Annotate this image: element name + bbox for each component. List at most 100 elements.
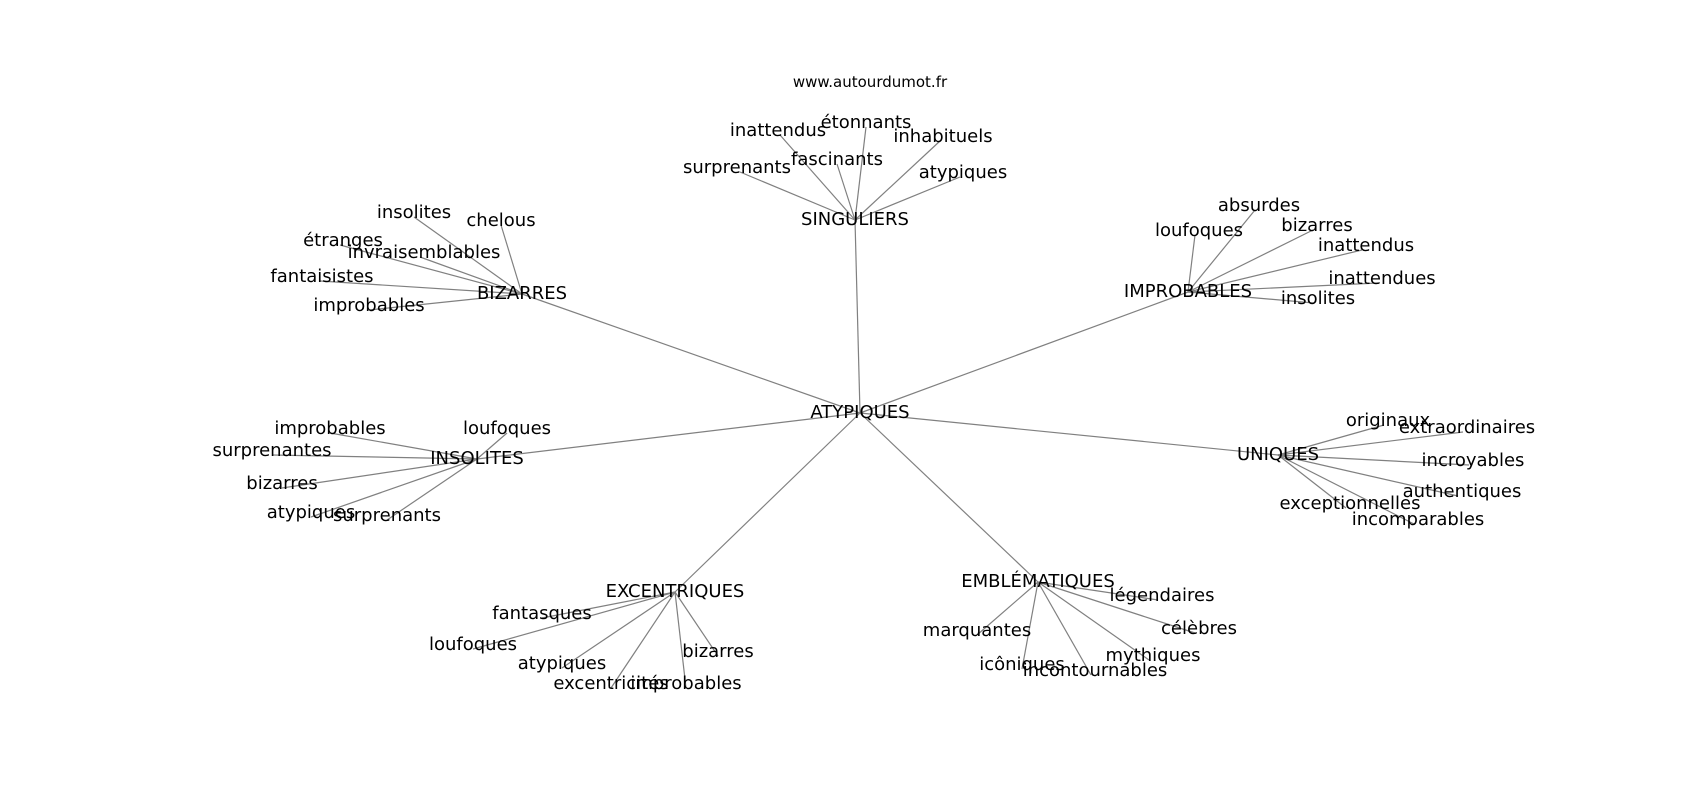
edge-emb-2 [976, 581, 1039, 636]
word-node-uni-1: extraordinaires [1399, 417, 1535, 438]
edge-impr-4 [1187, 282, 1379, 293]
source-label: www.autourdumot.fr [793, 73, 948, 91]
edge-biz-1 [500, 224, 523, 295]
word-node-uni-5: incomparables [1352, 509, 1485, 530]
word-node-emb-4: icôniques [979, 654, 1065, 675]
word-node-ins-5: surprenants [333, 505, 441, 526]
word-node-impr-3: inattendus [1318, 235, 1414, 256]
edge-center-uni [859, 412, 1279, 456]
edge-uni-0 [1277, 424, 1385, 456]
word-node-ins-1: loufoques [463, 418, 551, 439]
edge-emb-4 [1021, 581, 1039, 670]
word-node-biz-1: chelous [466, 210, 535, 231]
hub-node-exc: EXCENTRIQUES [606, 581, 745, 602]
word-node-exc-1: loufoques [429, 634, 517, 655]
hub-node-sing: SINGULIERS [801, 209, 909, 230]
hub-node-emb: EMBLÉMATIQUES [961, 570, 1115, 592]
hub-node-uni: UNIQUES [1237, 444, 1319, 465]
edge-biz-4 [319, 280, 523, 295]
edge-exc-3 [610, 591, 676, 689]
edge-exc-2 [561, 591, 676, 669]
edge-exc-0 [541, 591, 676, 619]
edge-impr-0 [1187, 209, 1256, 293]
word-node-uni-0: originaux [1346, 410, 1431, 431]
edge-exc-1 [472, 591, 676, 650]
word-node-exc-2: atypiques [518, 653, 606, 674]
word-node-emb-3: mythiques [1106, 645, 1201, 666]
word-node-sing-1: inattendus [730, 120, 826, 141]
word-node-exc-0: fantasques [492, 603, 592, 624]
word-node-impr-5: insolites [1281, 288, 1355, 309]
word-node-impr-1: loufoques [1155, 220, 1243, 241]
word-node-exc-5: bizarres [682, 641, 753, 662]
edge-biz-0 [413, 216, 523, 295]
edge-biz-2 [339, 244, 523, 295]
edge-sing-0 [739, 171, 856, 221]
edge-impr-2 [1187, 229, 1314, 293]
word-node-ins-3: bizarres [246, 473, 317, 494]
edge-impr-3 [1187, 249, 1363, 293]
word-node-ins-2: surprenantes [212, 440, 331, 461]
word-node-sing-0: surprenants [683, 157, 791, 178]
edge-emb-3 [1037, 581, 1150, 661]
edge-emb-1 [1037, 581, 1196, 634]
word-node-ins-0: improbables [274, 418, 385, 439]
edge-biz-5 [368, 293, 523, 311]
edge-center-impr [859, 291, 1189, 414]
edge-emb-0 [1037, 581, 1159, 601]
hub-node-ins: INSOLITES [430, 448, 524, 469]
edge-impr-5 [1187, 291, 1315, 304]
word-node-sing-5: atypiques [919, 162, 1007, 183]
word-node-biz-3: invraisemblables [348, 242, 501, 263]
word-node-sing-4: inhabituels [893, 126, 992, 147]
edge-sing-5 [854, 176, 961, 221]
hub-node-impr: IMPROBABLES [1124, 281, 1252, 302]
edge-ins-2 [271, 454, 478, 460]
word-node-biz-0: insolites [377, 202, 451, 223]
edge-uni-5 [1277, 454, 1415, 525]
word-node-impr-0: absurdes [1218, 195, 1300, 216]
word-node-sing-2: étonnants [821, 112, 912, 133]
word-node-emb-5: incontournables [1023, 660, 1168, 681]
edge-uni-3 [1277, 454, 1459, 497]
edge-ins-0 [329, 432, 478, 460]
center-node: ATYPIQUES [810, 402, 909, 423]
word-node-ins-4: atypiques [267, 502, 355, 523]
edge-ins-1 [476, 432, 508, 460]
word-node-exc-3: excentricités [553, 673, 668, 694]
edge-uni-1 [1277, 431, 1464, 456]
word-node-biz-2: étranges [303, 230, 383, 251]
edge-center-ins [476, 412, 861, 460]
edge-exc-4 [674, 591, 687, 689]
word-node-uni-4: exceptionnelles [1280, 493, 1421, 514]
word-node-exc-4: improbables [630, 673, 741, 694]
word-node-emb-0: légendaires [1110, 585, 1215, 606]
edge-emb-5 [1037, 581, 1092, 676]
edge-center-exc [674, 412, 861, 593]
edge-center-emb [859, 412, 1039, 583]
edge-ins-5 [386, 458, 478, 521]
word-node-impr-2: bizarres [1281, 215, 1352, 236]
edge-center-sing [854, 219, 861, 414]
word-node-sing-3: fascinants [791, 149, 883, 170]
graph-labels: www.autourdumot.fr ATYPIQUES SINGULIERS su… [212, 73, 1535, 694]
edge-sing-1 [779, 134, 856, 221]
word-node-uni-3: authentiques [1403, 481, 1522, 502]
hub-node-biz: BIZARRES [477, 283, 567, 304]
edge-sing-2 [854, 126, 867, 221]
word-node-emb-2: marquantes [923, 620, 1031, 641]
edge-uni-2 [1277, 454, 1470, 466]
edge-ins-3 [281, 458, 478, 489]
word-node-emb-1: célèbres [1161, 618, 1237, 639]
edge-sing-4 [854, 140, 941, 221]
edge-ins-4 [310, 458, 478, 518]
word-node-uni-2: incroyables [1422, 450, 1525, 471]
edge-center-biz [521, 293, 861, 414]
word-node-impr-4: inattendues [1328, 268, 1435, 289]
graph-edges [271, 126, 1470, 689]
edge-sing-3 [836, 163, 856, 221]
word-node-biz-4: fantaisistes [270, 266, 373, 287]
edge-biz-3 [419, 256, 523, 295]
edge-exc-5 [674, 591, 719, 657]
